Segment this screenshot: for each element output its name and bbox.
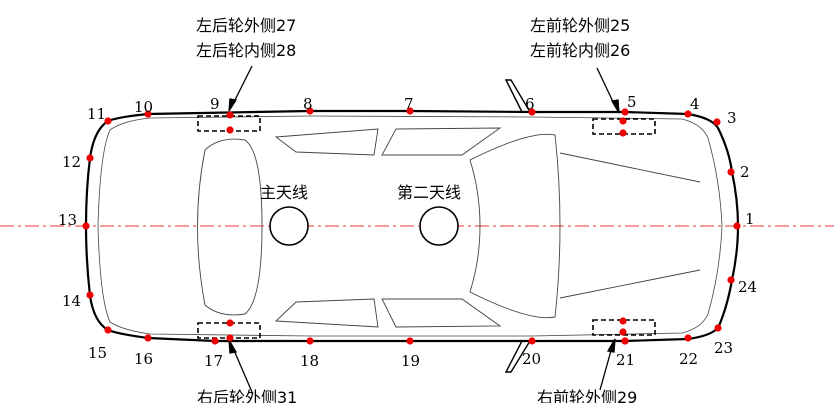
hood-line-top <box>559 152 701 183</box>
callout-right-front-outer: 右前轮外侧29 <box>537 388 637 403</box>
measurement-point-4 <box>684 110 692 118</box>
measurement-point-11 <box>104 117 112 125</box>
measurement-point-7 <box>406 107 414 115</box>
measurement-point-15 <box>104 326 112 334</box>
point-label-8: 8 <box>303 95 313 113</box>
point-label-19: 19 <box>401 352 420 370</box>
point-label-14: 14 <box>62 292 81 310</box>
wheel-point-7 <box>619 328 627 336</box>
car-inner-outline <box>97 115 723 337</box>
main-antenna-label: 主天线 <box>260 183 308 202</box>
point-label-5: 5 <box>627 93 637 111</box>
measurement-point-3 <box>713 118 721 126</box>
measurement-point-2 <box>727 168 735 176</box>
point-label-6: 6 <box>525 95 535 113</box>
callout-left-front-inner: 左前轮内侧26 <box>530 41 630 60</box>
measurement-point-20 <box>528 337 536 345</box>
point-label-21: 21 <box>616 351 635 369</box>
point-label-17: 17 <box>204 352 223 370</box>
point-label-10: 10 <box>134 98 153 116</box>
hood-line-bottom <box>559 269 701 299</box>
point-label-3: 3 <box>727 109 737 127</box>
callout-left-front-outer: 左前轮外侧25 <box>530 16 630 35</box>
side-window-bottom-rear <box>274 298 379 328</box>
measurement-point-1 <box>733 222 741 230</box>
point-label-20: 20 <box>522 350 541 368</box>
measurement-point-13 <box>82 222 90 230</box>
measurement-point-6 <box>528 108 536 116</box>
point-label-22: 22 <box>679 350 698 368</box>
measurement-point-17 <box>211 337 219 345</box>
measurement-point-22 <box>684 334 692 342</box>
car-body-outline <box>84 109 740 343</box>
wheel-point-8 <box>621 337 629 345</box>
wheel-point-3 <box>619 129 627 137</box>
point-label-18: 18 <box>300 352 319 370</box>
point-label-24: 24 <box>738 278 757 296</box>
rear-window <box>197 138 263 316</box>
point-label-11: 11 <box>87 105 106 123</box>
point-label-2: 2 <box>740 163 750 181</box>
measurement-point-8 <box>306 107 314 115</box>
wheel-point-4 <box>226 319 234 327</box>
front-windshield <box>469 133 561 319</box>
wheel-point-5 <box>226 334 234 342</box>
measurement-point-18 <box>306 337 314 345</box>
point-label-7: 7 <box>404 95 414 113</box>
measurement-point-5 <box>621 108 629 116</box>
measurement-point-12 <box>86 154 94 162</box>
callout-left-rear-inner: 左后轮内侧28 <box>196 41 296 60</box>
point-label-23: 23 <box>714 339 733 357</box>
callout-arrows <box>228 65 620 393</box>
side-window-top-rear <box>274 128 379 156</box>
point-label-15: 15 <box>88 344 107 362</box>
side-window-bottom-front <box>381 298 502 328</box>
point-label-1: 1 <box>745 210 755 228</box>
wheel-point-1 <box>226 126 234 134</box>
measurement-point-10 <box>144 110 152 118</box>
measurement-point-24 <box>727 276 735 284</box>
side-window-top-front <box>381 127 502 156</box>
wheel-point-2 <box>619 117 627 125</box>
point-label-4: 4 <box>690 95 700 113</box>
measurement-point-14 <box>86 291 94 299</box>
measurement-point-16 <box>144 334 152 342</box>
wheel-point-6 <box>619 317 627 325</box>
second-antenna-label: 第二天线 <box>397 183 461 202</box>
callout-right-rear-outer: 右后轮外侧31 <box>197 388 297 403</box>
main-antenna-circle <box>269 206 309 246</box>
point-label-16: 16 <box>134 350 153 368</box>
second-antenna-circle <box>419 206 459 246</box>
measurement-point-19 <box>406 337 414 345</box>
measurement-point-9 <box>226 111 234 119</box>
callout-left-rear-outer: 左后轮外侧27 <box>196 16 296 35</box>
measurement-point-23 <box>714 324 722 332</box>
point-label-12: 12 <box>62 153 81 171</box>
point-label-13: 13 <box>58 211 77 229</box>
point-label-9: 9 <box>210 95 220 113</box>
